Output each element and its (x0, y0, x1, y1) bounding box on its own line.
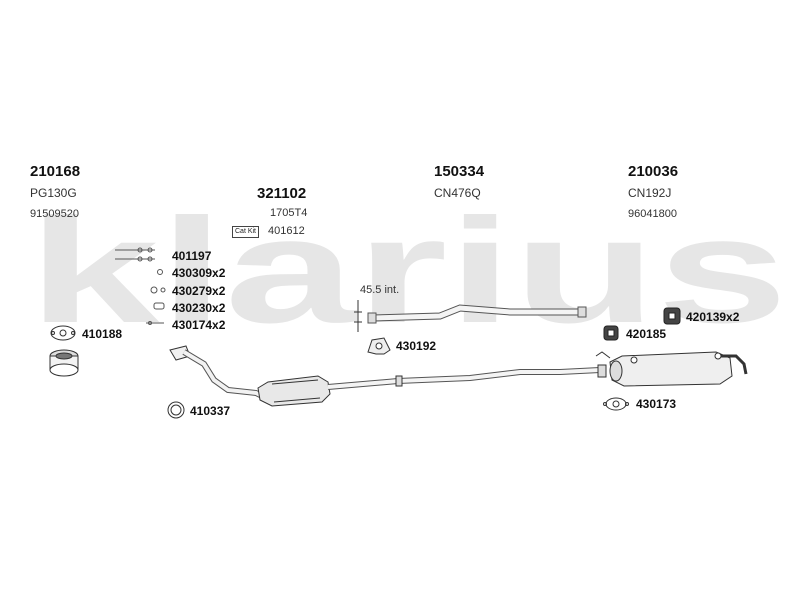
part-410337: 410337 (190, 404, 231, 418)
pipe-diameter-note: 45.5 int. (360, 284, 400, 296)
fitting-3: 430279x2 (172, 284, 226, 298)
group-2-number: 321102 (257, 185, 307, 202)
cat-kit-badge: Cat Kit (232, 226, 260, 238)
group-4-ref: 96041800 (628, 208, 677, 220)
clamp-430173-icon (603, 397, 629, 411)
clamp-ring-icon (49, 349, 79, 377)
group-3-code: CN476Q (434, 186, 481, 200)
gasket-410188-icon (50, 325, 76, 341)
part-430173: 430173 (636, 397, 677, 411)
fitting-4: 430230x2 (172, 301, 226, 315)
group-2-ref: 401612 (268, 225, 305, 237)
ring-410337-icon (167, 401, 185, 419)
group-3-number: 150334 (434, 163, 485, 180)
group-2-code: 1705T4 (270, 207, 308, 219)
part-420185: 420185 (626, 327, 667, 341)
rear-silencer (595, 351, 748, 387)
fitting-1: 401197 (172, 249, 212, 263)
part-420139: 420139x2 (686, 310, 740, 324)
group-1-code: PG130G (30, 186, 77, 200)
rubber-420139-icon (663, 307, 681, 325)
group-1-number: 210168 (30, 163, 81, 180)
intermediate-pipe (354, 300, 587, 332)
group-4-code: CN192J (628, 186, 672, 200)
fitting-5: 430174x2 (172, 318, 226, 332)
part-430192: 430192 (396, 339, 437, 353)
bracket-430192-icon (367, 337, 391, 355)
fitting-2: 430309x2 (172, 266, 226, 280)
group-4-number: 210036 (628, 163, 679, 180)
group-1-ref: 91509520 (30, 208, 79, 220)
fitting-icons (115, 247, 166, 325)
rubber-420185-icon (603, 325, 619, 341)
part-410188: 410188 (82, 327, 123, 341)
front-pipe-catalyst (169, 345, 607, 407)
